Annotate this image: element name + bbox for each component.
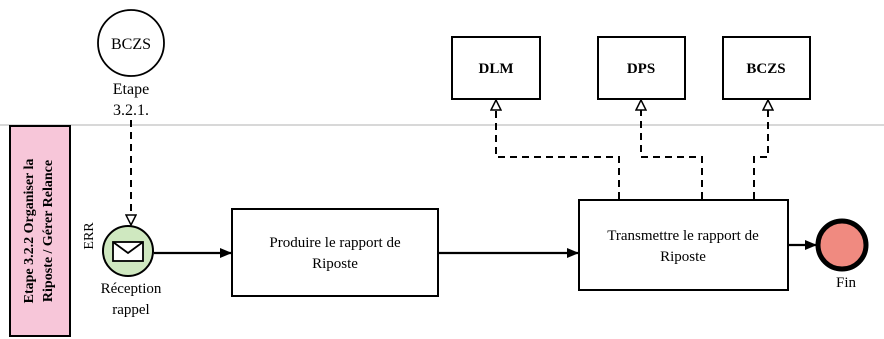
start-node-label: BCZS [111, 36, 151, 53]
start-node-circle[interactable] [97, 9, 165, 77]
recipient-box-bczs[interactable] [722, 36, 811, 100]
lane-title-line2: Riposte / Gérer Relance [41, 160, 56, 302]
recipient-label-bczs: BCZS [746, 61, 785, 77]
message-flow-to-dlm [496, 100, 620, 199]
lane-header [9, 125, 71, 337]
task-transmit-report[interactable] [578, 199, 789, 291]
task-transmit-line2: Riposte [660, 249, 706, 265]
start-node-caption-line2: 3.2.1. [113, 102, 149, 119]
task-transmit-line1: Transmettre le rapport de [607, 228, 759, 244]
start-node-caption-line1: Etape [113, 81, 149, 98]
recipient-box-dps[interactable] [597, 36, 686, 100]
task-produce-line2: Riposte [312, 256, 358, 272]
task-produce-report[interactable] [231, 208, 439, 297]
recipient-label-dps: DPS [627, 61, 655, 77]
message-event-caption-line2: rappel [112, 302, 149, 318]
envelope-icon [112, 241, 144, 262]
message-flow-to-bczs [753, 100, 768, 199]
lane-title-line1: Etape 3.2.2 Organiser la [22, 159, 37, 304]
message-event-side-label: ERR [82, 222, 97, 250]
recipient-label-dlm: DLM [479, 61, 514, 77]
end-event-label: Fin [836, 275, 857, 291]
message-event-caption-line1: Réception [101, 281, 162, 297]
message-flow-to-dps [641, 100, 703, 199]
end-event-circle[interactable] [815, 218, 869, 272]
task-produce-line1: Produire le rapport de [269, 235, 401, 251]
